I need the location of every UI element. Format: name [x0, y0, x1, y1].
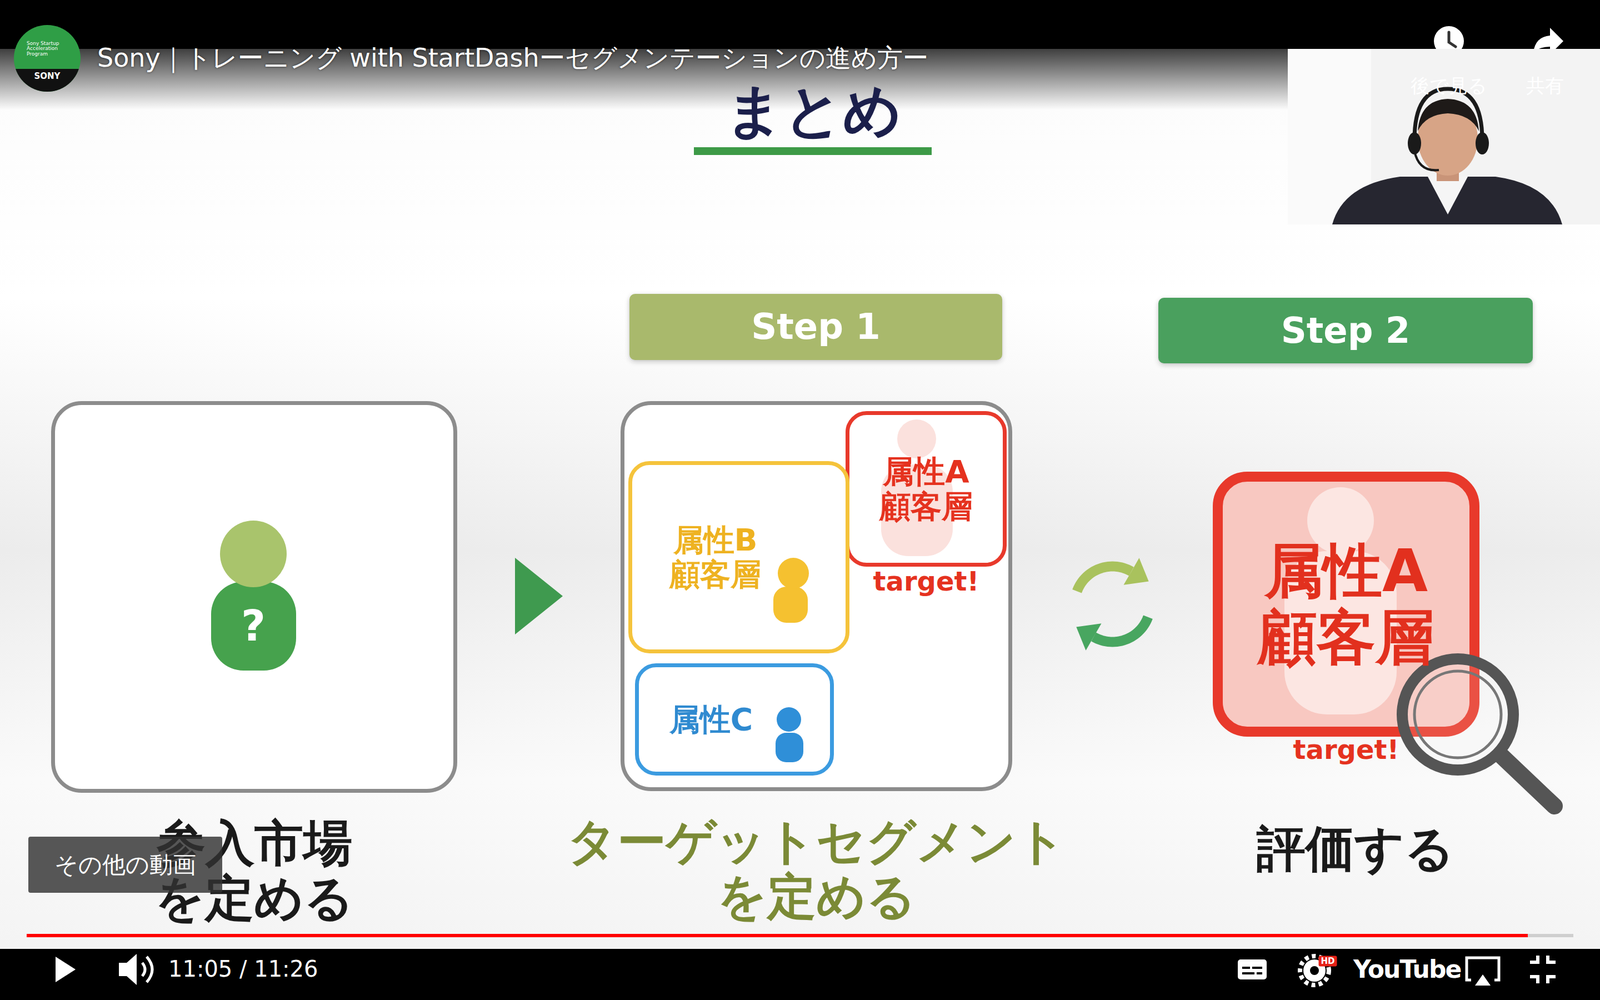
hd-badge: HD: [1320, 956, 1335, 967]
text-slot: Step 2: [1158, 297, 1533, 364]
more-videos-button-slot: その他の動画: [28, 836, 223, 893]
node-label: 属性A 顧客層: [849, 453, 1003, 525]
play-icon: [55, 956, 76, 983]
person-head: [897, 419, 937, 459]
youtube-wordmark: YouTube: [1353, 955, 1461, 984]
magnifier-handle: [1502, 756, 1555, 807]
top-bar: [0, 0, 1600, 49]
step-badge: Step 2: [1158, 297, 1533, 364]
progress-played: [26, 933, 1528, 938]
node-caption: target!: [1293, 734, 1400, 765]
node-label: Step 1: [751, 306, 881, 347]
cycle-connector: [1076, 557, 1149, 650]
step-badge: Step 1: [629, 293, 1003, 360]
arrow-head: [515, 557, 563, 635]
node-label: 属性A 顧客層: [1222, 537, 1470, 672]
person-icon: [775, 707, 804, 763]
caption-slot: ターゲットセグメント を定める: [538, 813, 1095, 925]
person-icon: [773, 557, 809, 623]
magnifier-lens: [1402, 658, 1514, 770]
subtitles-icon: [1237, 959, 1267, 980]
market-box: 参入市場 を定める: [51, 401, 458, 793]
node-caption: ターゲットセグメント を定める: [538, 813, 1095, 925]
text-slot: Step 1: [629, 293, 1003, 360]
text-slot: 属性A 顧客層: [1222, 481, 1470, 727]
person-body: [773, 586, 808, 623]
segment-box: ターゲットセグメント を定める属性A 顧客層target!属性B 顧客層属性C: [620, 401, 1013, 792]
volume-icon: [118, 953, 153, 985]
segment-box-c: 属性C: [635, 663, 834, 776]
title-slot: まとめ: [725, 78, 902, 144]
person-icon: [211, 520, 297, 671]
cycle-head: [1076, 623, 1102, 650]
node-label: 属性B 顧客層: [648, 522, 782, 592]
person-head: [777, 557, 809, 589]
hd-badge-slot: HD: [1318, 956, 1337, 967]
exit-fullscreen-icon: [1530, 955, 1556, 984]
logo-text-slot: Sony Startup Acceleration Program: [26, 41, 68, 57]
caption-slot: target!: [1262, 734, 1430, 765]
question-mark-slot: ?: [241, 602, 266, 650]
progress-track: [26, 933, 1574, 938]
node-label: 属性C: [669, 702, 753, 737]
video-title-slot: Sony｜トレーニング with StartDashーセグメンテーションの進め方…: [97, 43, 929, 73]
magnifier-rim: [1414, 671, 1502, 758]
step-caption-slot: 評価する: [1256, 821, 1455, 877]
watch-later-text-slot: 後で見る: [1410, 75, 1488, 97]
cycle-arc: [1093, 617, 1149, 643]
arrow-connector: [515, 557, 563, 635]
person-body: [211, 581, 297, 671]
person-head: [776, 707, 802, 732]
watch-later-text: 後で見る: [1410, 75, 1488, 97]
youtube-wordmark-slot: YouTube: [1353, 955, 1461, 984]
logo-text: Sony Startup Acceleration Program: [26, 41, 68, 57]
more-videos-button: その他の動画: [54, 851, 197, 878]
channel-logo: [11, 25, 84, 97]
title-underline: [693, 147, 932, 155]
magnifier-icon: [1402, 658, 1555, 807]
text-slot: 属性B 顧客層: [648, 465, 782, 650]
time-display-slot: 11:05 / 11:26: [168, 956, 318, 982]
control-bar: [0, 948, 1600, 1000]
question-mark: ?: [241, 602, 266, 650]
webcam-inset: [1287, 48, 1600, 225]
airplay-icon: [1466, 957, 1499, 986]
evaluated-segment-box: 属性A 顧客層target!: [1212, 471, 1480, 737]
person-body: [775, 732, 804, 763]
step-caption: 評価する: [1256, 821, 1455, 877]
caption-slot: target!: [853, 566, 999, 597]
segment-box-b: 属性B 顧客層: [628, 461, 850, 654]
share-text-slot: 共有: [1526, 75, 1564, 97]
text-slot: 属性C: [655, 667, 767, 772]
person-head: [220, 520, 287, 588]
slide-title: まとめ: [725, 78, 902, 144]
time-display: 11:05 / 11:26: [168, 956, 318, 982]
cycle-head: [1123, 557, 1149, 585]
node-illustration: [55, 405, 454, 789]
video-title: Sony｜トレーニング with StartDashーセグメンテーションの進め方…: [97, 43, 929, 73]
cycle-arc: [1077, 566, 1132, 592]
target-segment-box: 属性A 顧客層target!: [845, 411, 1007, 567]
logo-wordmark: SONY: [34, 71, 61, 82]
node-label: Step 2: [1281, 310, 1411, 351]
logo-wordmark-slot: SONY: [34, 71, 61, 82]
text-slot: 属性A 顧客層: [849, 415, 1003, 563]
node-caption: target!: [873, 566, 980, 597]
share-text: 共有: [1526, 75, 1564, 97]
